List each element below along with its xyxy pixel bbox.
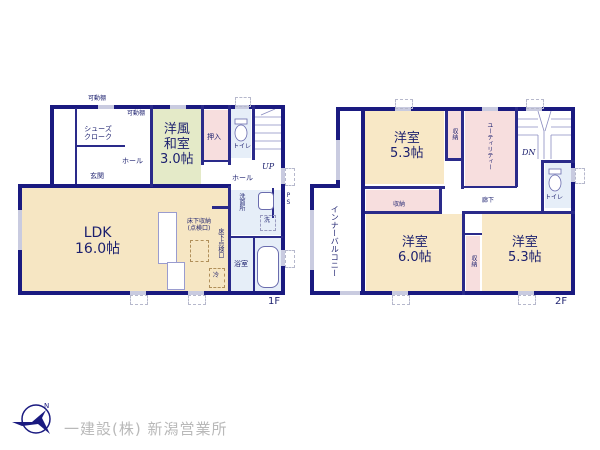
bathtub-icon	[257, 246, 279, 288]
underfloor-hatch	[190, 240, 209, 262]
kitchen-counter	[158, 212, 177, 264]
stairs-icon-1f	[255, 109, 281, 150]
stairs-up-label: UP	[262, 162, 275, 171]
ps-label: PS	[284, 192, 292, 206]
hall-upper-label: ホール	[122, 157, 143, 165]
bedroom-top-label: 洋室 5.3帖	[390, 131, 424, 161]
toilet-label-2f: トイレ	[545, 194, 564, 201]
shoes-cloak-label: シューズ クローク	[84, 125, 112, 142]
bath-label: 浴室	[234, 260, 248, 268]
utility-room	[465, 111, 515, 186]
storage-top-room	[446, 111, 461, 159]
underfloor-inspection-label: 床下点検口	[216, 228, 224, 258]
bedroom-left-label: 洋室 6.0帖	[398, 235, 432, 265]
washer-label: 洗	[264, 217, 271, 224]
bedroom-left-room	[366, 214, 462, 292]
fridge-space	[209, 268, 225, 288]
bedroom-right-label: 洋室 5.3帖	[508, 235, 542, 265]
fridge-label: 冷	[213, 272, 220, 279]
bedroom-right-room	[482, 214, 571, 292]
storage-right-room	[466, 236, 480, 292]
stove-icon	[167, 262, 185, 290]
stairs-dn-label: DN	[522, 148, 536, 157]
oshiire-label: 押入	[207, 133, 221, 141]
storage-mid-label: 収納	[393, 201, 406, 208]
storage-mid-room	[366, 190, 439, 212]
ldk-label: LDK 16.0帖	[75, 225, 121, 258]
utility-label: ユーティリティー	[485, 122, 493, 170]
washitsu-room	[151, 108, 201, 184]
floor-1-label: 1F	[268, 296, 281, 307]
svg-text:N: N	[44, 402, 49, 410]
senmenjo-label: 洗面所	[237, 193, 245, 211]
stairs-icon-2f	[518, 111, 571, 159]
washer-space	[260, 215, 276, 231]
toilet-icon-2f	[548, 168, 562, 192]
sink-icon	[258, 192, 274, 210]
genkan-label: 玄関	[90, 172, 104, 180]
underfloor-storage-label: 床下収納 (点検口)	[187, 218, 212, 232]
toilet-label-1f: トイレ	[233, 143, 252, 150]
washitsu-label: 洋風 和室 3.0帖	[160, 122, 194, 167]
movable-shelf-top-label: 可動棚	[88, 95, 107, 102]
oshiire-room	[203, 110, 228, 160]
storage-right-label: 収納	[469, 255, 477, 267]
compass-logo-icon: N	[12, 402, 51, 434]
movable-shelf-right-label: 可動棚	[127, 110, 146, 117]
company-name: 一建設(株) 新潟営業所	[64, 420, 228, 438]
floor-2-label: 2F	[555, 296, 568, 307]
bedroom-top-room	[364, 111, 444, 184]
storage-top-label: 収納	[450, 128, 458, 140]
hall-right-label: ホール	[232, 174, 253, 182]
corridor-label: 廊下	[482, 197, 495, 204]
toilet-icon-1f	[234, 118, 248, 142]
inner-balcony-label: インナーバルコニー	[330, 205, 340, 277]
